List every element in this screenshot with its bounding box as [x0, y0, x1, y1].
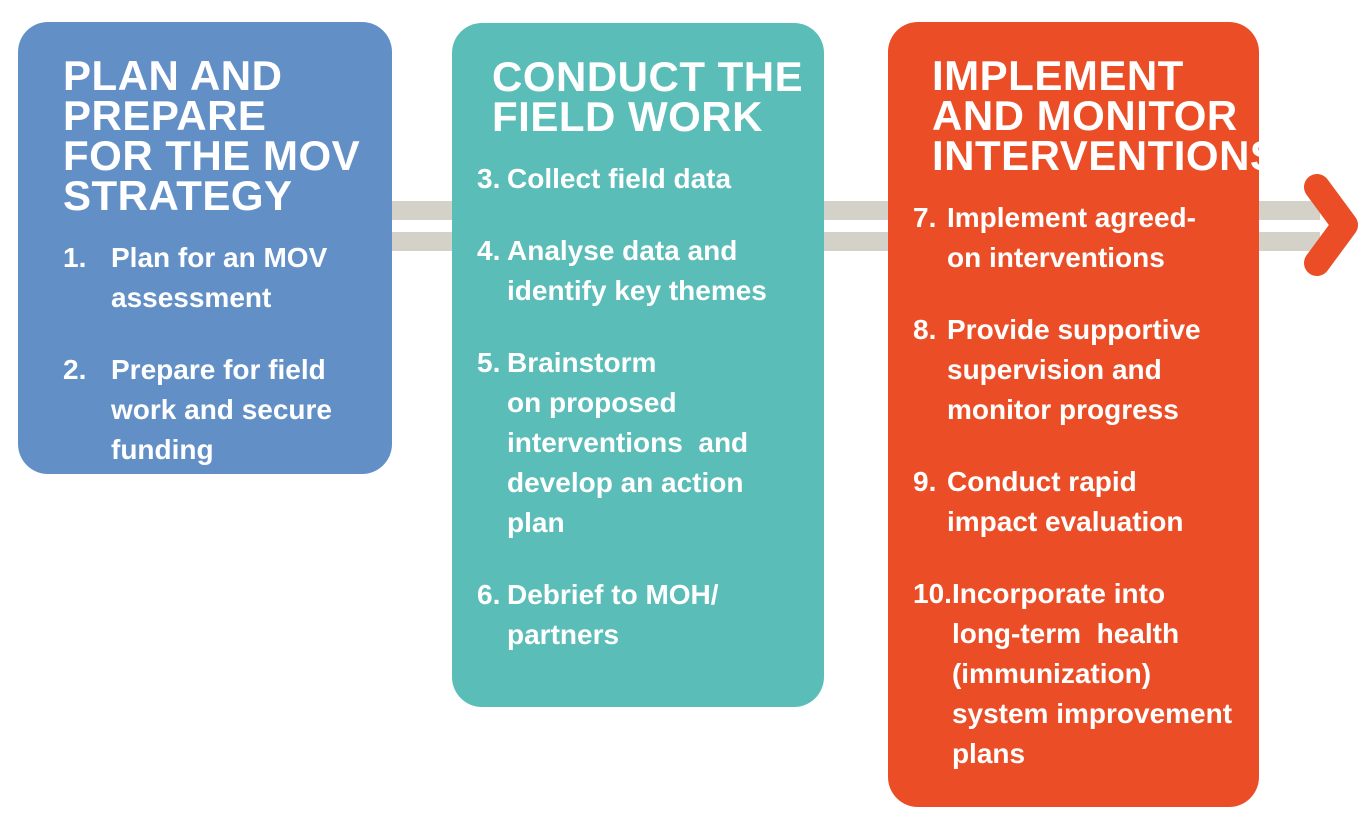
list-item: 5. Brainstorm on proposed interventions … — [477, 343, 816, 543]
item-number: 7. — [913, 202, 937, 233]
item-text: Provide supportive supervision and monit… — [947, 314, 1201, 425]
item-text: Prepare for field work and secure fundin… — [111, 354, 332, 465]
item-number: 3. — [477, 163, 501, 194]
stage-conduct-field-work: CONDUCT THE FIELD WORK 3. Collect field … — [452, 23, 824, 707]
list-item: 2. Prepare for field work and secure fun… — [63, 350, 384, 470]
item-text: Brainstorm on proposed interventions and… — [507, 347, 749, 538]
item-text: Analyse data and identify key themes — [507, 235, 767, 306]
item-text: Collect field data — [507, 163, 732, 194]
item-text: Implement agreed- on interventions — [947, 202, 1196, 273]
stage-title: CONDUCT THE FIELD WORK — [492, 53, 804, 140]
item-number: 2. — [63, 354, 87, 385]
item-number: 4. — [477, 235, 501, 266]
item-text: Conduct rapid impact evaluation — [947, 466, 1184, 537]
chevron-right-icon — [1304, 174, 1358, 276]
flow-arrow-icon — [1304, 174, 1358, 276]
list-item: 3. Collect field data — [477, 159, 816, 199]
list-item: 6. Debrief to MOH/ partners — [477, 575, 816, 655]
list-item: 9. Conduct rapid impact evaluation — [913, 462, 1251, 542]
item-number: 6. — [477, 579, 501, 610]
list-item: 7. Implement agreed- on interventions — [913, 198, 1251, 278]
stage-plan-and-prepare: PLAN AND PREPARE FOR THE MOV STRATEGY 1.… — [18, 22, 392, 474]
list-item: 4. Analyse data and identify key themes — [477, 231, 816, 311]
item-number: 10. — [913, 578, 952, 609]
item-number: 5. — [477, 347, 501, 378]
item-number: 9. — [913, 466, 937, 497]
stage-title: PLAN AND PREPARE FOR THE MOV STRATEGY — [63, 52, 361, 219]
stage-title: IMPLEMENT AND MONITOR INTERVENTIONS — [932, 52, 1279, 179]
list-item: 10. Incorporate into long-term health (i… — [913, 574, 1251, 774]
item-text: Plan for an MOV assessment — [111, 242, 328, 313]
item-text: Debrief to MOH/ partners — [507, 579, 719, 650]
item-number: 8. — [913, 314, 937, 345]
item-number: 1. — [63, 242, 87, 273]
item-text: Incorporate into long-term health (immun… — [951, 578, 1233, 769]
list-item: 1. Plan for an MOV assessment — [63, 238, 384, 318]
stage-implement-and-monitor: IMPLEMENT AND MONITOR INTERVENTIONS 7. I… — [888, 22, 1279, 807]
list-item: 8. Provide supportive supervision and mo… — [913, 310, 1251, 430]
